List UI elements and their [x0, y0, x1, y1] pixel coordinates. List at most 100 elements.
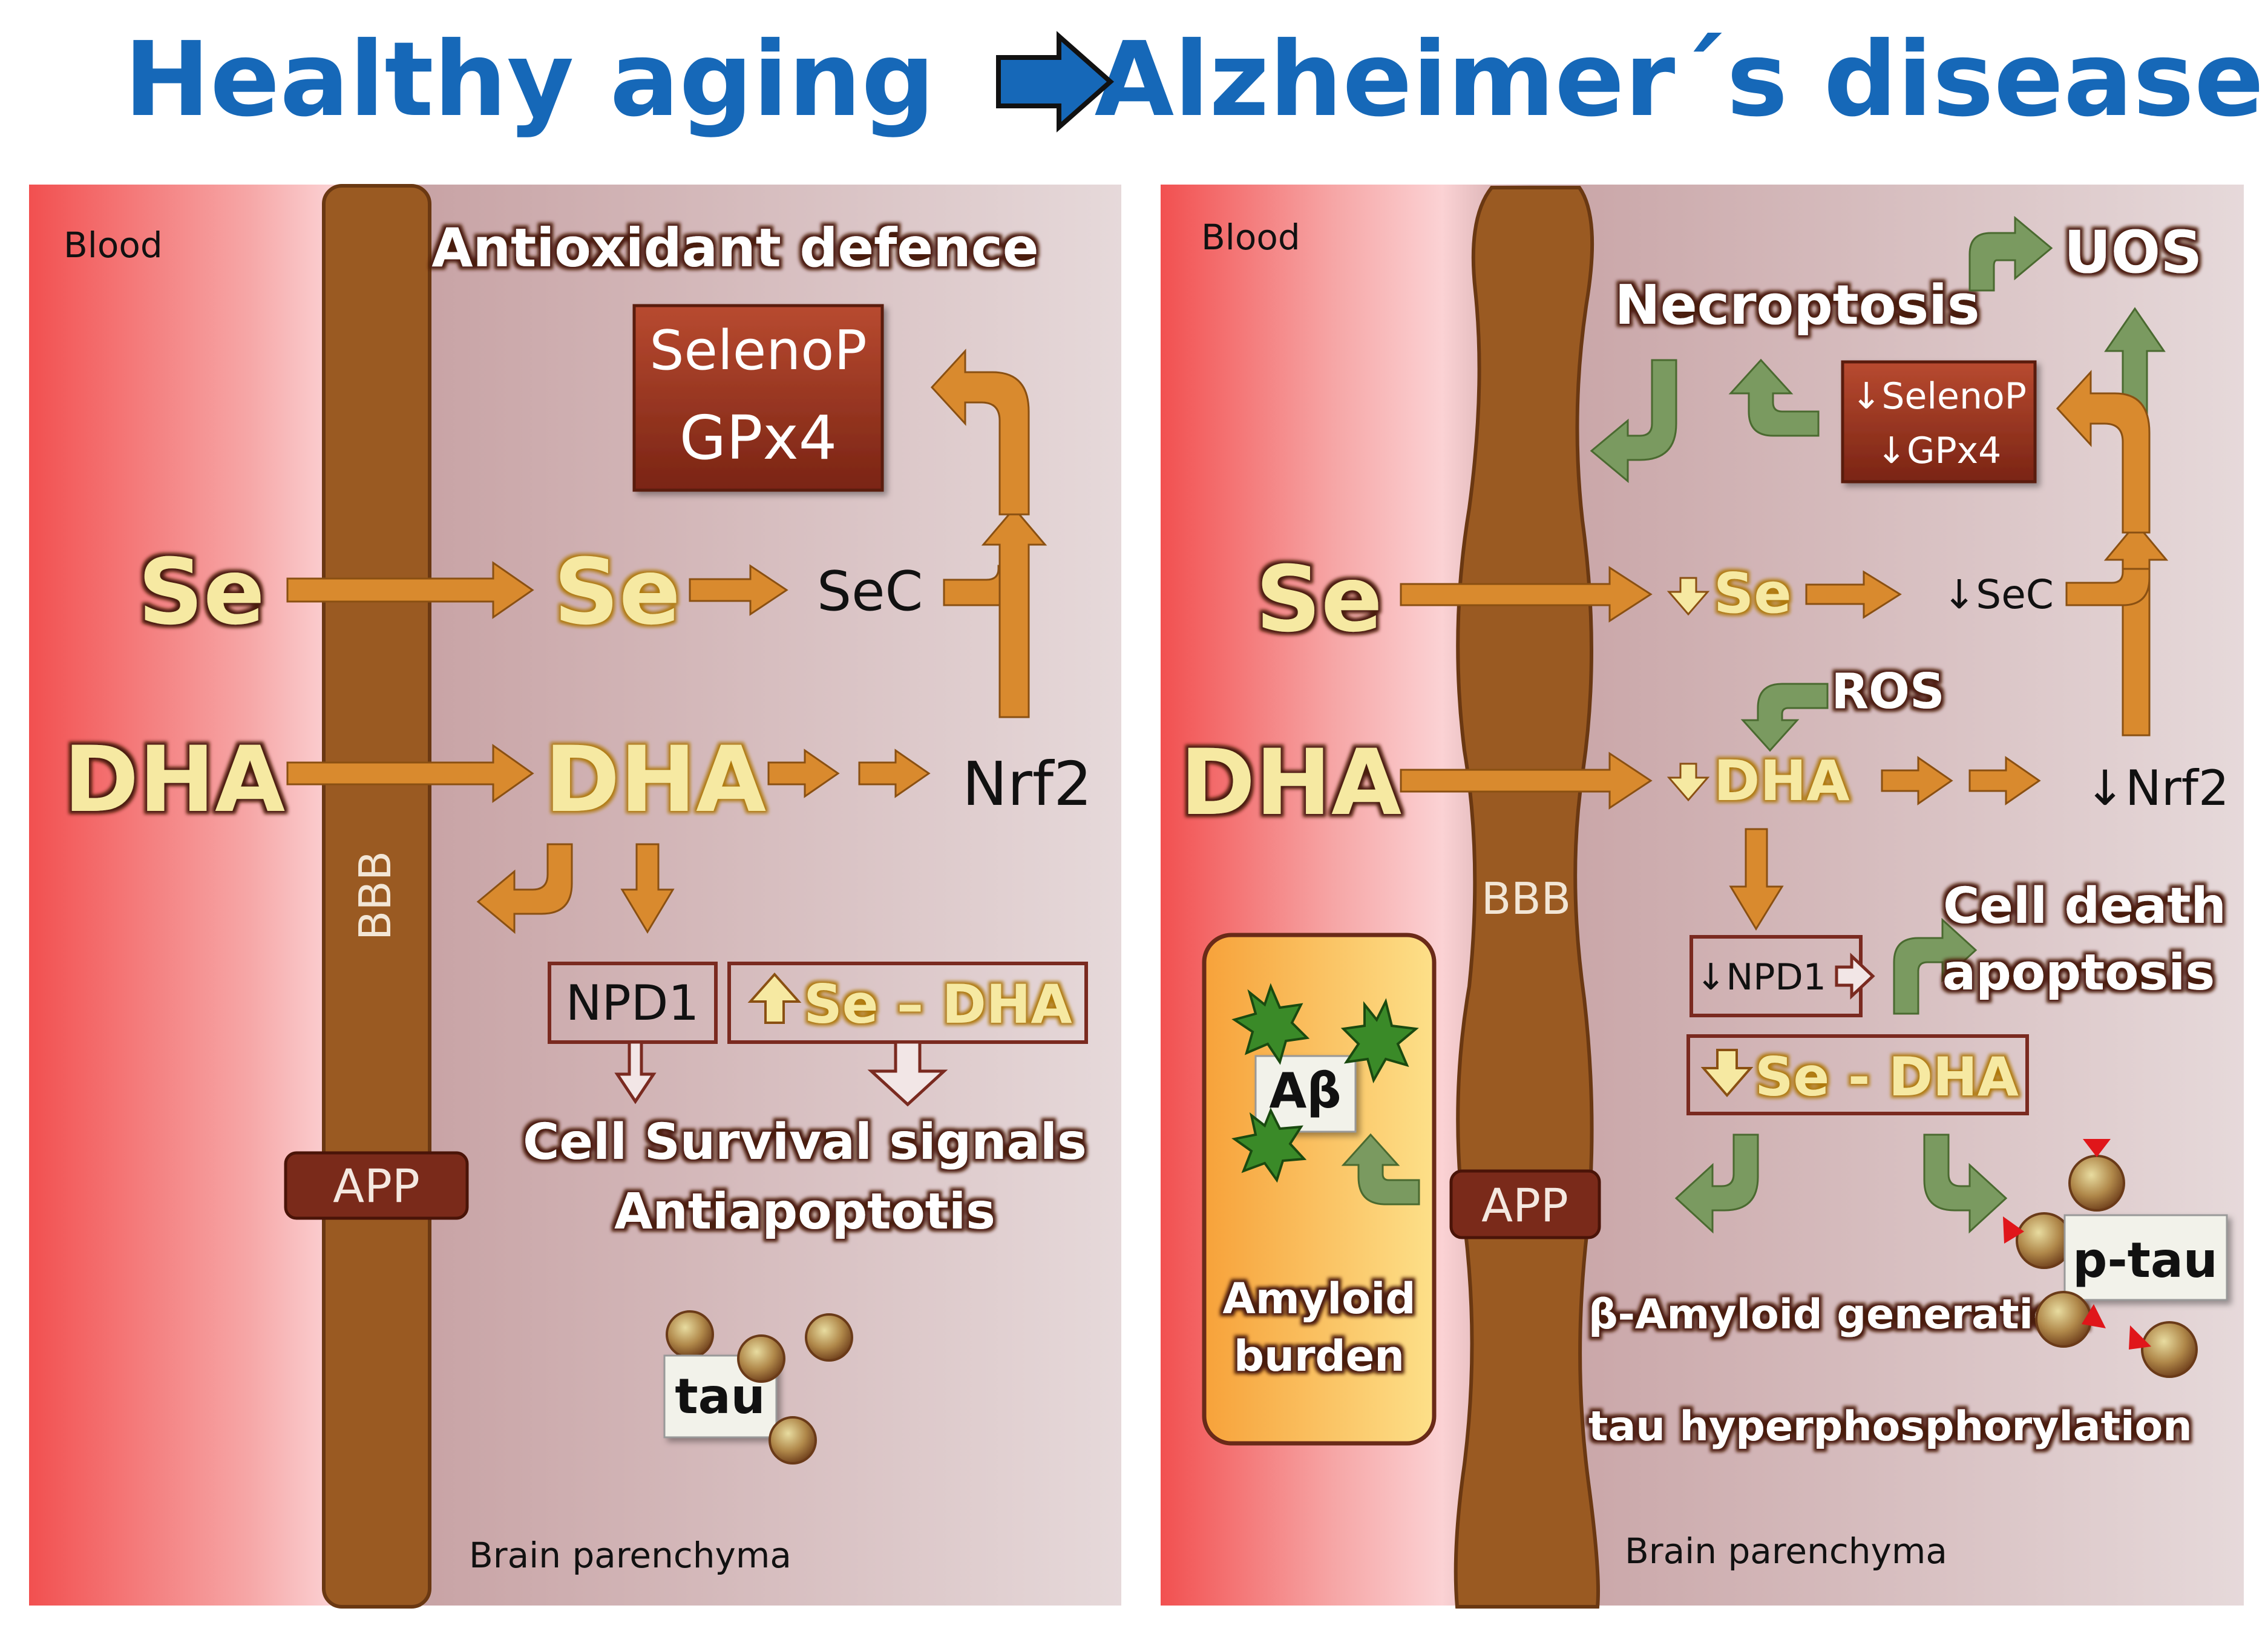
- left-sec-label: SeC: [817, 560, 923, 623]
- right-abeta-plaque: [1231, 1107, 1307, 1183]
- left-app-label: APP: [333, 1159, 420, 1213]
- right-ptau-box: [2063, 1214, 2228, 1301]
- left-selenop-label: SelenoP: [649, 319, 867, 382]
- left-dha-inside: DHA: [545, 727, 766, 833]
- right-amyloid-gen-arrow: [1674, 1133, 1759, 1234]
- right-selenop-box: [1841, 360, 2037, 484]
- right-parenchyma-label: Brain parenchyma: [1625, 1530, 1947, 1572]
- right-amyloid-label-1: Amyloid: [1223, 1274, 1416, 1324]
- right-dha-outside: DHA: [1180, 730, 1401, 836]
- right-nrf2-loop-arrow: [2103, 522, 2169, 736]
- panel-alzheimers: Blood BBB APP Necroptosis UOS ↓SelenoP ↓…: [1161, 185, 2244, 1609]
- right-phosphate-marker: [2082, 1304, 2106, 1328]
- left-dha-arrow-1: [767, 749, 840, 798]
- right-selenop-to-necroptosis-arrow: [1728, 358, 1820, 437]
- right-abeta-plaque: [1231, 983, 1310, 1065]
- left-parenchyma-label: Brain parenchyma: [469, 1535, 792, 1576]
- left-antioxidant-title: Antioxidant defence: [431, 217, 1038, 279]
- left-up-arrow-icon: [747, 972, 802, 1024]
- right-gpx4-label: ↓GPx4: [1876, 430, 2002, 472]
- left-blood-label: Blood: [64, 225, 163, 266]
- right-ptau-label: p-tau: [2073, 1232, 2218, 1288]
- right-tau-gen-arrow: [1923, 1133, 2008, 1234]
- title-arrow-icon: [996, 31, 1115, 133]
- right-dha-arrow-2: [1968, 756, 2041, 805]
- right-ptau-ball: [2035, 1291, 2092, 1348]
- left-se-dha-down-arrow: [867, 1040, 948, 1107]
- right-app-box: [1449, 1169, 1601, 1239]
- left-npd1-label: NPD1: [566, 975, 700, 1031]
- right-se-dha-box: [1686, 1034, 2029, 1115]
- right-loop-hook-arrow: [2056, 370, 2151, 534]
- right-ptau-ball: [2141, 1321, 2198, 1378]
- left-se-outside: Se: [138, 540, 265, 645]
- right-cell-death-arrow: [1893, 917, 1978, 1015]
- left-se-cross-arrow: [286, 561, 534, 619]
- right-phosphate-marker: [2003, 1216, 2024, 1244]
- right-necroptosis-down-arrow: [1590, 359, 1677, 484]
- left-survival-label-1: Cell Survival signals: [523, 1114, 1087, 1171]
- right-se-dha-label: Se - DHA: [1755, 1046, 2019, 1108]
- left-tau-ball: [737, 1334, 785, 1383]
- left-tau-ball: [666, 1310, 714, 1359]
- right-app-label: APP: [1481, 1178, 1568, 1232]
- left-se-inside: Se: [554, 540, 681, 645]
- left-tau-ball: [769, 1416, 817, 1465]
- right-amyloid-up-arrow: [1341, 1133, 1420, 1206]
- right-amyloid-label-2: burden: [1234, 1331, 1404, 1381]
- right-cell-death-label-2: apoptosis: [1942, 944, 2215, 1002]
- right-abeta-label: Aβ: [1269, 1063, 1341, 1119]
- left-se-sec-arrow: [689, 564, 788, 616]
- right-ptau-ball: [2016, 1212, 2073, 1269]
- left-nrf2-label: Nrf2: [962, 749, 1092, 819]
- left-npd1-down-arrow: [614, 1040, 657, 1104]
- right-ptau-ball: [2068, 1155, 2125, 1212]
- right-phosphate-marker: [2129, 1325, 2151, 1350]
- left-bbb-barrier: [322, 184, 431, 1609]
- left-selenop-box: [632, 304, 884, 492]
- right-sec-label: ↓SeC: [1942, 571, 2054, 618]
- right-tau-hyper-label: tau hyperphosphorylation: [1588, 1403, 2192, 1451]
- left-bbb-label: BBB: [350, 851, 401, 940]
- left-gpx4-label: GPx4: [680, 402, 837, 473]
- right-dha-arrow-1: [1881, 756, 1953, 805]
- right-phosphate-marker: [2083, 1139, 2111, 1157]
- right-bbb-label: BBB: [1481, 873, 1571, 924]
- left-dha-cross-arrow: [286, 744, 534, 803]
- panel-healthy-background: [29, 185, 1121, 1606]
- left-dha-arrow-2: [858, 749, 931, 798]
- left-app-box: [284, 1151, 469, 1220]
- right-abeta-plaque: [1340, 998, 1419, 1084]
- right-se-cross-arrow: [1400, 566, 1653, 623]
- left-nrf2-loop-arrow: [981, 507, 1047, 718]
- right-dha-cross-arrow: [1400, 752, 1653, 810]
- right-se-inside: Se: [1714, 561, 1792, 626]
- left-dha-return-arrow: [476, 843, 573, 934]
- right-uos-label: UOS: [2064, 218, 2203, 286]
- right-blood-label: Blood: [1201, 217, 1300, 258]
- right-se-down-icon: [1667, 577, 1710, 616]
- right-npd1-right-arrow: [1835, 953, 1875, 1000]
- right-ros-arrow: [1740, 683, 1829, 752]
- left-dha-outside: DHA: [64, 727, 285, 833]
- right-selenop-label: ↓SelenoP: [1851, 375, 2027, 418]
- left-tau-label: tau: [675, 1368, 765, 1425]
- right-necroptosis-label: Necroptosis: [1614, 274, 1979, 337]
- left-dha-down-arrow: [620, 843, 675, 934]
- right-se-sec-arrow: [1805, 570, 1902, 619]
- right-ros-label: ROS: [1831, 663, 1944, 720]
- right-nrf2-label: ↓Nrf2: [2085, 760, 2229, 816]
- panel-healthy: Blood BBB APP Antioxidant defence Seleno…: [29, 184, 1121, 1609]
- right-se-dha-down-icon: [1700, 1049, 1754, 1098]
- left-loop-hook-arrow: [930, 349, 1030, 516]
- right-se-outside: Se: [1256, 547, 1383, 652]
- left-survival-label-2: Antiapoptotis: [614, 1183, 995, 1241]
- right-bbb-barrier: [1454, 186, 1600, 1609]
- right-npd1-label: ↓NPD1: [1696, 956, 1826, 999]
- right-sec-branch-arrow: [2065, 568, 2151, 606]
- right-uos-green-arrow: [1968, 215, 2053, 292]
- right-dha-inside: DHA: [1714, 749, 1850, 813]
- title-healthy-aging: Healthy aging: [124, 20, 935, 140]
- left-tau-ball: [805, 1313, 853, 1362]
